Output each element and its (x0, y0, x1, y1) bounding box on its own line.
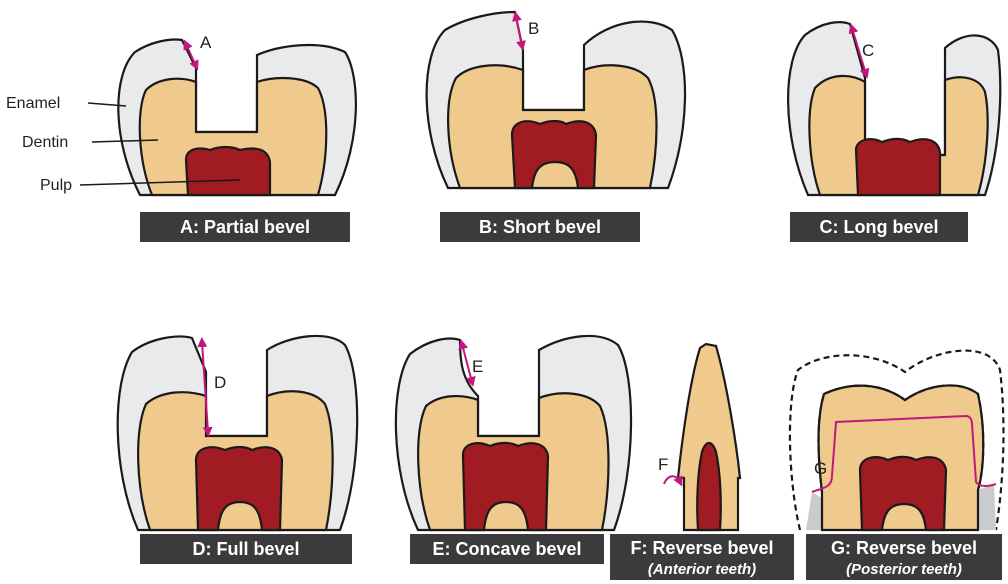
panel-caption: C: Long bevel (819, 217, 938, 237)
panel-caption: G: Reverse bevel (831, 538, 977, 558)
pulp-shape (856, 139, 940, 195)
panel-e-concave-bevel: E E: Concave bevel (396, 336, 631, 564)
enamel-shade-left (806, 492, 822, 530)
panel-c-long-bevel: C C: Long bevel (788, 22, 1000, 242)
panel-caption: B: Short bevel (479, 217, 601, 237)
panel-caption: D: Full bevel (192, 539, 299, 559)
bevel-letter-a: A (200, 33, 212, 52)
panel-g-reverse-bevel-posterior: G G: Reverse bevel (Posterior teeth) (790, 351, 1004, 580)
panel-caption: A: Partial bevel (180, 217, 310, 237)
bevel-letter-b: B (528, 19, 539, 38)
pulp-shape (186, 147, 270, 195)
bevel-letter-f: F (658, 455, 668, 474)
enamel-label: Enamel (6, 95, 60, 112)
bevel-letter-g: G (814, 459, 827, 478)
panel-a-partial-bevel: A Enamel Dentin Pulp A: Partial bevel (6, 33, 356, 242)
pulp-shape (697, 443, 721, 530)
pulp-label: Pulp (40, 177, 72, 194)
bevel-letter-e: E (472, 357, 483, 376)
enamel-shade-right (978, 484, 996, 530)
panel-d-full-bevel: D D: Full bevel (118, 336, 358, 564)
panel-caption: F: Reverse bevel (630, 538, 773, 558)
panel-caption: E: Concave bevel (432, 539, 581, 559)
bevel-letter-c: C (862, 41, 874, 60)
dentin-label: Dentin (22, 134, 68, 151)
panel-subcaption: (Posterior teeth) (846, 561, 962, 578)
bevel-letter-d: D (214, 373, 226, 392)
panel-b-short-bevel: B B: Short bevel (427, 12, 685, 242)
panel-f-reverse-bevel-anterior: F F: Reverse bevel (Anterior teeth) (610, 344, 794, 580)
panel-subcaption: (Anterior teeth) (648, 561, 756, 578)
